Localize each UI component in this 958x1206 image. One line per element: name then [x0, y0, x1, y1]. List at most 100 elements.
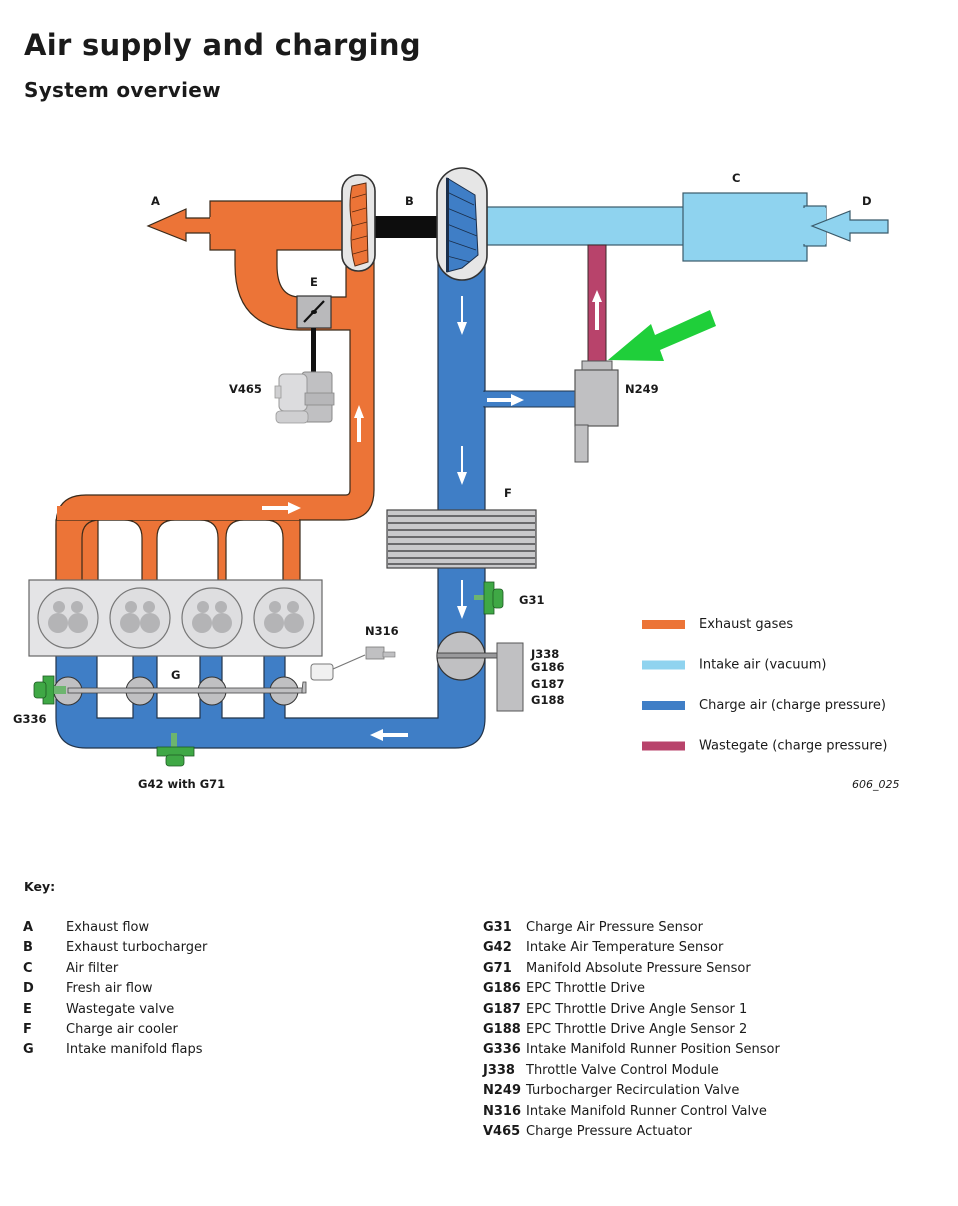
- wastegate-valve: [296, 295, 332, 329]
- flow-arrow-down: [457, 580, 467, 619]
- intake-manifold-runner-control-valve: [310, 646, 396, 681]
- actuator-rod: [311, 328, 316, 373]
- figure-number: 606_025: [852, 778, 900, 791]
- label-g188: G188: [531, 693, 564, 707]
- label-g31: G31: [519, 593, 544, 607]
- system-diagram: A B C D E F G V465 N249 N316 G31 G336 G4…: [13, 167, 900, 791]
- key-description: Charge air cooler: [66, 1021, 178, 1037]
- label-a: A: [151, 194, 160, 208]
- flow-arrow-right: [262, 502, 301, 514]
- label-g336: G336: [13, 712, 46, 726]
- key-description: Intake Manifold Runner Position Sensor: [526, 1042, 780, 1058]
- key-item: E Wastegate valve: [23, 1002, 207, 1022]
- key-description: Charge Pressure Actuator: [526, 1123, 692, 1139]
- turbo-shaft: [372, 216, 438, 238]
- key-item: B Exhaust turbocharger: [23, 940, 207, 960]
- label-n249: N249: [625, 382, 659, 396]
- label-e: E: [310, 275, 318, 289]
- label-j338: J338: [530, 647, 559, 661]
- key-description: Throttle Valve Control Module: [526, 1062, 719, 1078]
- label-c: C: [732, 171, 740, 185]
- key-description: EPC Throttle Drive: [526, 981, 646, 997]
- key-description: Exhaust turbocharger: [66, 940, 208, 956]
- label-g42-g71: G42 with G71: [138, 777, 225, 791]
- flap-linkage: [301, 681, 307, 694]
- key-description: Intake manifold flaps: [66, 1042, 203, 1058]
- legend-swatch: [642, 620, 685, 629]
- key-item: G31 Charge Air Pressure Sensor: [483, 920, 780, 940]
- charge-pressure-actuator: [274, 371, 335, 424]
- label-n316: N316: [365, 624, 399, 638]
- key-code: G42: [483, 940, 512, 956]
- label-d: D: [862, 194, 872, 208]
- key-description: EPC Throttle Drive Angle Sensor 2: [526, 1021, 748, 1037]
- key-code: G187: [483, 1001, 521, 1017]
- cylinder: [181, 587, 243, 649]
- flow-arrow-up: [354, 405, 364, 442]
- key-description: Wastegate valve: [66, 1001, 175, 1017]
- key-code: G31: [483, 920, 512, 935]
- highlight-arrow: [608, 310, 716, 361]
- key-item: V465 Charge Pressure Actuator: [483, 1124, 780, 1144]
- intake-air-duct: [485, 192, 889, 262]
- flow-arrow-left: [370, 729, 408, 741]
- label-v465: V465: [229, 382, 262, 396]
- charge-air-cooler: [386, 509, 537, 569]
- label-g186: G186: [531, 660, 564, 674]
- cylinder: [37, 587, 99, 649]
- page-subtitle: System overview: [24, 78, 221, 102]
- legend-label: Intake air (vacuum): [699, 658, 826, 673]
- legend-label: Wastegate (charge pressure): [699, 739, 887, 754]
- key-code: A: [23, 920, 34, 935]
- key-description: Manifold Absolute Pressure Sensor: [526, 960, 751, 976]
- key-item: G187 EPC Throttle Drive Angle Sensor 1: [483, 1002, 780, 1022]
- legend-label: Exhaust gases: [699, 617, 793, 632]
- key-code: D: [23, 981, 34, 997]
- legend-label: Charge air (charge pressure): [699, 698, 886, 713]
- label-g187: G187: [531, 677, 564, 691]
- key-code: G71: [483, 960, 512, 976]
- flow-arrow-down: [457, 296, 467, 335]
- key-code: E: [23, 1001, 32, 1017]
- key-code: V465: [483, 1123, 521, 1139]
- page-title: Air supply and charging: [24, 28, 421, 62]
- cylinders: [37, 587, 315, 649]
- cylinder: [109, 587, 171, 649]
- key-description: Intake Manifold Runner Control Valve: [526, 1103, 767, 1119]
- label-f: F: [504, 486, 512, 500]
- fresh-air-flow-arrow: [810, 210, 889, 242]
- turbine-housing: [341, 174, 376, 272]
- exhaust-duct: [55, 200, 375, 586]
- key-description: Exhaust flow: [66, 920, 150, 935]
- key-description: Charge Air Pressure Sensor: [526, 920, 703, 935]
- key-code: B: [23, 940, 33, 956]
- key-code: C: [23, 960, 33, 976]
- legend-swatch: [642, 741, 685, 751]
- charge-air-duct: [55, 249, 577, 749]
- flap-shaft: [67, 687, 305, 694]
- label-g: G: [171, 668, 180, 682]
- throttle-valve-control-module: [436, 631, 524, 712]
- flow-arrow-up: [592, 290, 602, 330]
- legend-swatch: [642, 701, 685, 710]
- key-item: A Exhaust flow: [23, 920, 207, 940]
- key-code: F: [23, 1021, 32, 1037]
- compressor-housing: [436, 167, 488, 281]
- flow-arrow-down: [457, 446, 467, 485]
- turbocharger-recirculation-valve: [574, 360, 619, 463]
- key-description: EPC Throttle Drive Angle Sensor 1: [526, 1001, 748, 1017]
- label-b: B: [405, 194, 414, 208]
- intake-manifold-runner-position-sensor: [33, 675, 66, 705]
- key-code: N316: [483, 1103, 522, 1119]
